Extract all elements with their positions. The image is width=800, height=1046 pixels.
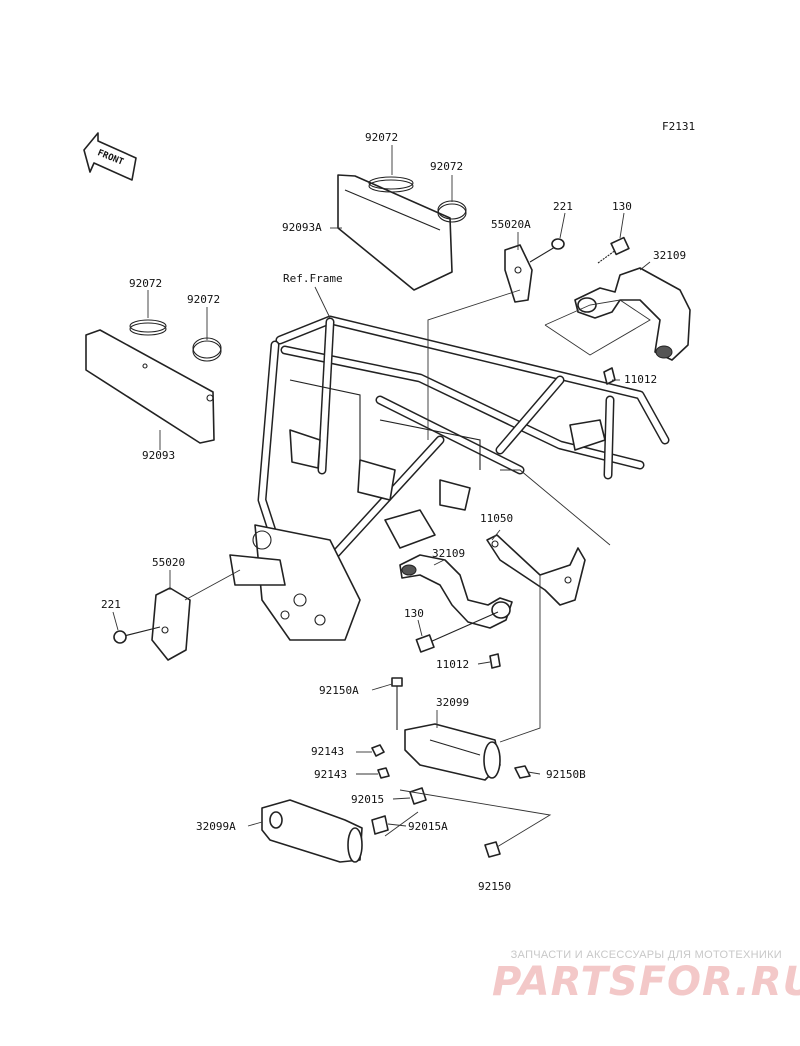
callout-92015A: 92015A xyxy=(408,820,448,833)
callout-11012-mid: 11012 xyxy=(436,658,469,671)
band-clamp-92072-right xyxy=(437,200,467,223)
watermark-logo: PARTSFOR.RU xyxy=(492,959,800,1005)
cap-11012-mid xyxy=(489,653,501,669)
callout-labels: 92072 92072 92093A 92072 92072 92093 550… xyxy=(101,131,686,893)
muffler-cover-32099A xyxy=(261,799,363,863)
bracket-55020A xyxy=(504,244,533,303)
clip-92015A xyxy=(371,815,389,835)
diagram-code: F2131 xyxy=(662,120,695,133)
callout-32099: 32099 xyxy=(436,696,469,709)
callout-32099A: 32099A xyxy=(196,820,236,833)
callout-92072-left-a: 92072 xyxy=(129,277,162,290)
bolt-92150 xyxy=(484,841,501,858)
front-arrow-icon: FRONT xyxy=(83,132,137,181)
band-clamp-92072-left-b xyxy=(192,337,222,362)
callout-92150B: 92150B xyxy=(546,768,586,781)
cap-11012-top xyxy=(603,367,616,385)
callout-130-top: 130 xyxy=(612,200,632,213)
callout-11050: 11050 xyxy=(480,512,513,525)
motorcycle-frame xyxy=(229,315,670,641)
bolt-221-left xyxy=(113,626,161,644)
callout-92093: 92093 xyxy=(142,449,175,462)
leader-lines xyxy=(112,145,651,848)
footpeg-bracket-32109-top xyxy=(574,267,691,361)
callout-130-mid: 130 xyxy=(404,607,424,620)
callout-92072-left-b: 92072 xyxy=(187,293,220,306)
bracket-55020 xyxy=(151,587,191,661)
muffler-cover-32099 xyxy=(404,723,501,781)
callout-92072-right: 92072 xyxy=(430,160,463,173)
watermark-caption: ЗАПЧАСТИ И АКСЕССУАРЫ ДЛЯ МОТОТЕХНИКИ xyxy=(510,949,782,961)
callout-32109-top: 32109 xyxy=(653,249,686,262)
callout-55020: 55020 xyxy=(152,556,185,569)
callout-92143-b: 92143 xyxy=(314,768,347,781)
bolt-92150A xyxy=(391,677,403,730)
bolt-92150B xyxy=(514,765,531,779)
nut-92143-b xyxy=(377,767,390,779)
side-cover-92093 xyxy=(85,329,215,444)
callout-92143-a: 92143 xyxy=(311,745,344,758)
bolt-221-top xyxy=(529,238,565,263)
band-clamp-92072-left-a xyxy=(129,319,167,336)
ref-frame-label: Ref.Frame xyxy=(283,272,343,285)
callout-221-left: 221 xyxy=(101,598,121,611)
cover-11050 xyxy=(486,534,586,606)
callout-221-top: 221 xyxy=(553,200,573,213)
callout-92015: 92015 xyxy=(351,793,384,806)
callout-92072-top: 92072 xyxy=(365,131,398,144)
nut-92143-a xyxy=(371,744,385,757)
callout-92093A: 92093A xyxy=(282,221,322,234)
bolt-130-mid xyxy=(415,611,499,653)
callout-32109-mid: 32109 xyxy=(432,547,465,560)
footpeg-bracket-32109-mid xyxy=(399,554,513,629)
callout-55020A: 55020A xyxy=(491,218,531,231)
band-clamp-92072-top xyxy=(368,176,414,193)
bolt-130-top xyxy=(597,236,630,264)
callout-11012-top: 11012 xyxy=(624,373,657,386)
callout-92150: 92150 xyxy=(478,880,511,893)
clip-92015 xyxy=(409,787,427,805)
callout-92150A: 92150A xyxy=(319,684,359,697)
